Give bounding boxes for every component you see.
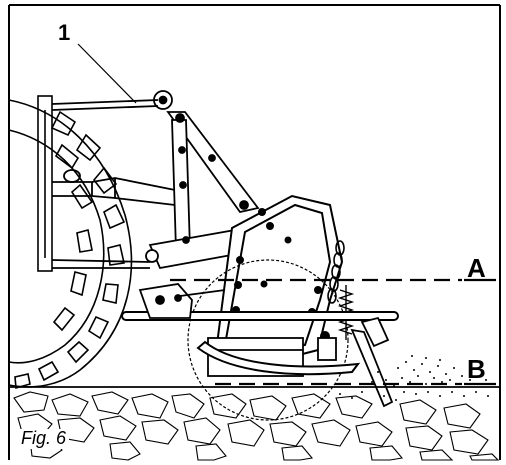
left-bracket (138, 283, 226, 319)
depth-skid (196, 340, 361, 376)
callout-label-1: 1 (58, 20, 71, 45)
rear-lever (350, 316, 394, 408)
callout-1-leader (77, 43, 137, 104)
adjustment-chain (327, 240, 345, 304)
figure-frame (8, 4, 501, 460)
soil-stones (13, 391, 500, 461)
pto-shaft (51, 169, 176, 269)
line-label-b: B (467, 354, 486, 384)
tractor-tire (8, 99, 133, 390)
tractor-hub (37, 95, 53, 272)
figure-caption: Fig. 6 (18, 428, 70, 449)
rotor-circle (187, 259, 349, 421)
top-link (51, 90, 173, 111)
line-label-a: A (467, 253, 486, 283)
hitch-tower (145, 111, 260, 270)
